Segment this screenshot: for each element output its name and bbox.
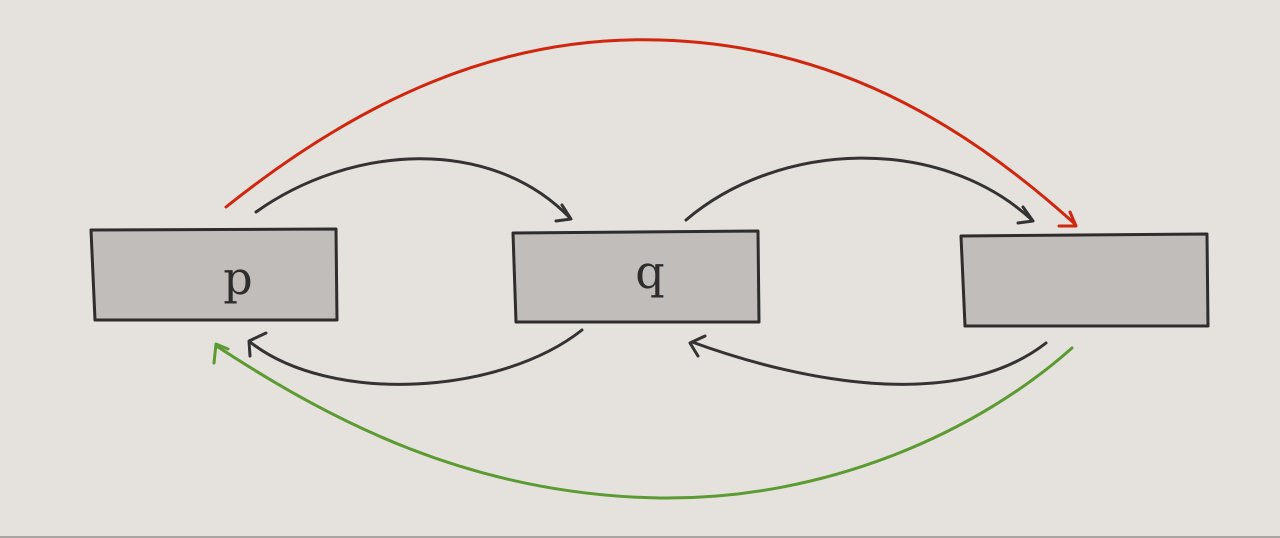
edge-p-to-r-arrowhead: [1057, 210, 1078, 228]
node-q-label: q: [635, 245, 664, 299]
node-p-label: p: [223, 251, 252, 305]
edge-p-to-q-line: [254, 157, 572, 220]
edge-q-to-p-line: [248, 328, 584, 386]
edge-p-to-r: [224, 38, 1078, 228]
edge-r-to-q: [688, 334, 1048, 386]
node-p-box: [89, 227, 339, 322]
node-r-box: [959, 232, 1210, 328]
edge-p-to-r-line: [224, 38, 1077, 226]
edge-q-to-r-line: [684, 156, 1034, 222]
node-q: q: [511, 229, 761, 324]
edge-p-to-q-arrowhead: [554, 203, 573, 223]
edge-r-to-p: [212, 342, 1074, 500]
node-r: [959, 232, 1210, 328]
edge-r-to-q-arrowhead: [688, 334, 707, 358]
edge-q-to-r: [684, 156, 1035, 225]
edge-q-to-p-arrowhead: [247, 331, 268, 358]
edge-r-to-p-line: [216, 345, 1074, 500]
node-p: p: [89, 227, 339, 322]
edge-q-to-r-arrowhead: [1016, 205, 1035, 225]
edge-r-to-q-line: [690, 340, 1048, 386]
node-q-box: [511, 229, 761, 324]
edge-r-to-p-arrowhead: [212, 342, 230, 365]
edge-p-to-q: [254, 157, 573, 223]
edge-q-to-p: [247, 328, 584, 386]
